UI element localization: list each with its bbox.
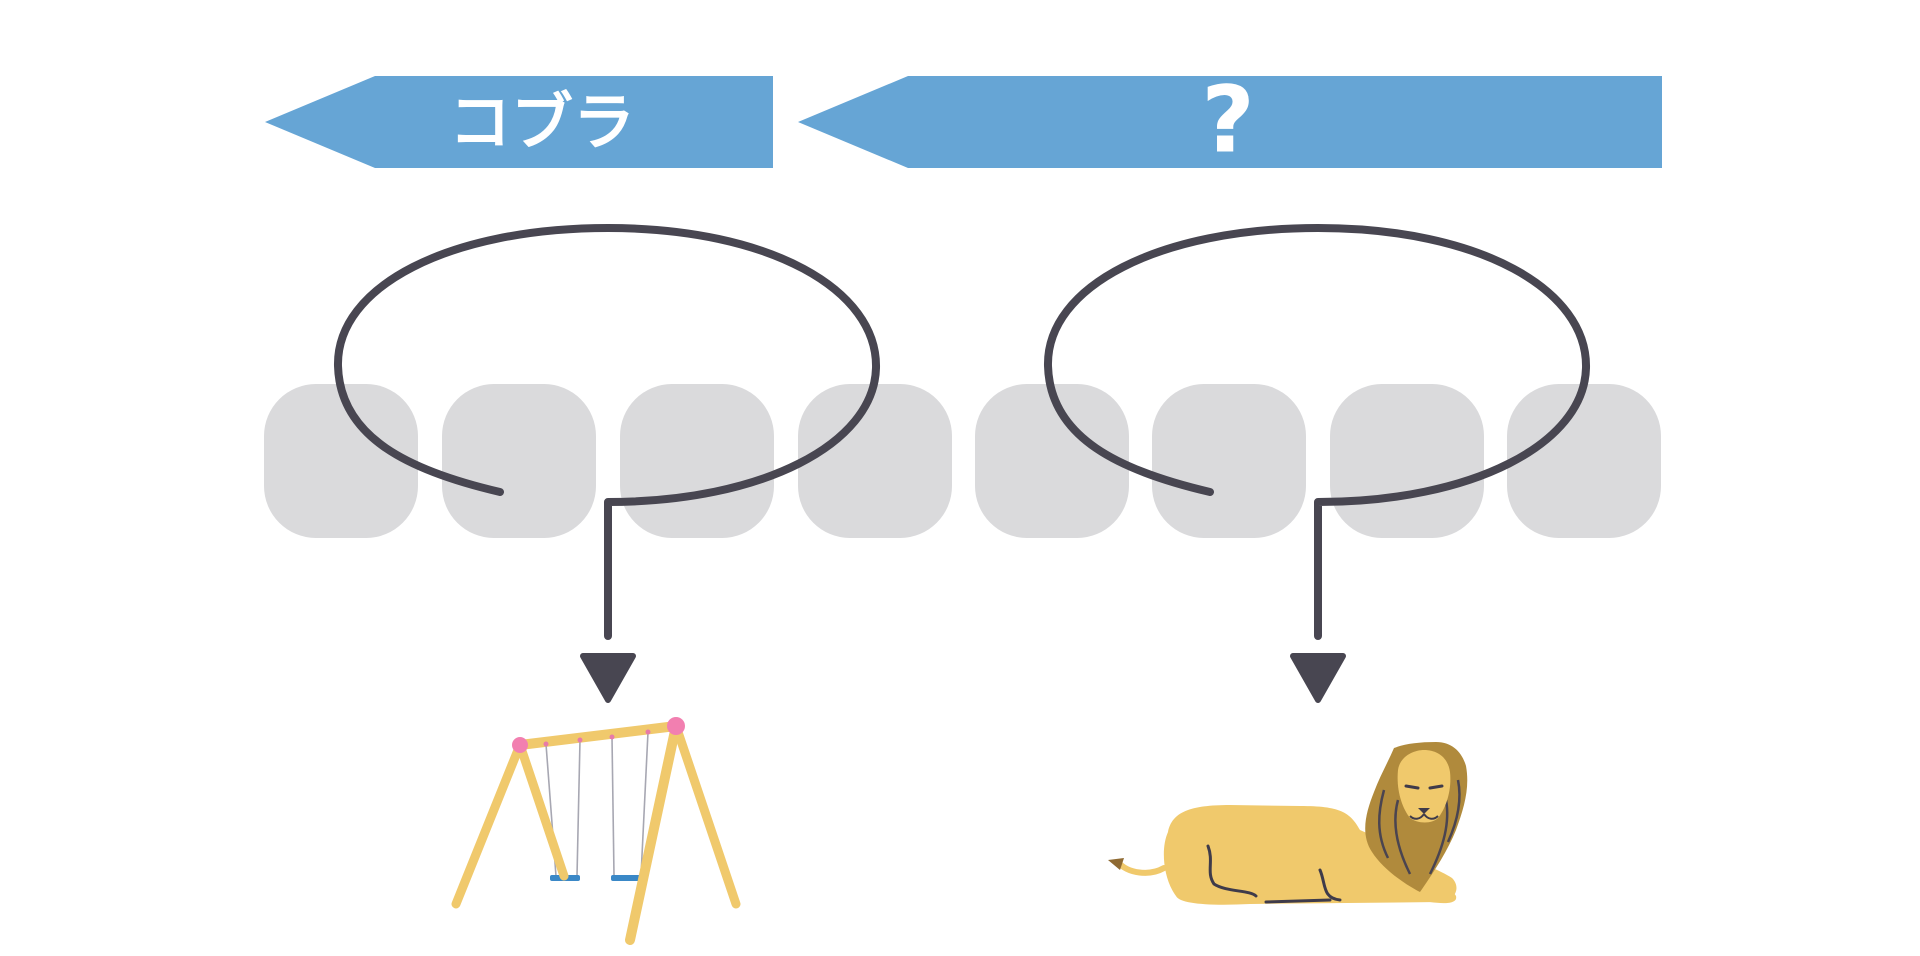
tile — [442, 384, 596, 538]
tile — [264, 384, 418, 538]
tile — [1330, 384, 1484, 538]
right-banner-arrow-shape — [798, 76, 1662, 168]
lion-icon — [1108, 742, 1468, 905]
right-loop-curve — [1043, 224, 1591, 640]
tile — [1507, 384, 1661, 538]
right-banner: ? — [798, 67, 1662, 174]
left-banner: コブラ — [265, 76, 773, 168]
tile — [620, 384, 774, 538]
left-banner-arrow-shape — [265, 76, 773, 168]
tile — [975, 384, 1129, 538]
right-loop-arrow — [1043, 224, 1591, 640]
tile — [1152, 384, 1306, 538]
tile — [798, 384, 952, 538]
left-loop-curve — [333, 224, 881, 640]
left-loop-arrow — [333, 224, 881, 640]
right-arrowhead-icon — [1290, 653, 1346, 703]
left-banner-text: コブラ — [449, 86, 635, 159]
right-banner-text: ? — [1201, 67, 1254, 174]
swing-set-icon — [451, 717, 741, 945]
tile-row — [264, 384, 1661, 538]
left-arrowhead-icon — [580, 653, 636, 703]
